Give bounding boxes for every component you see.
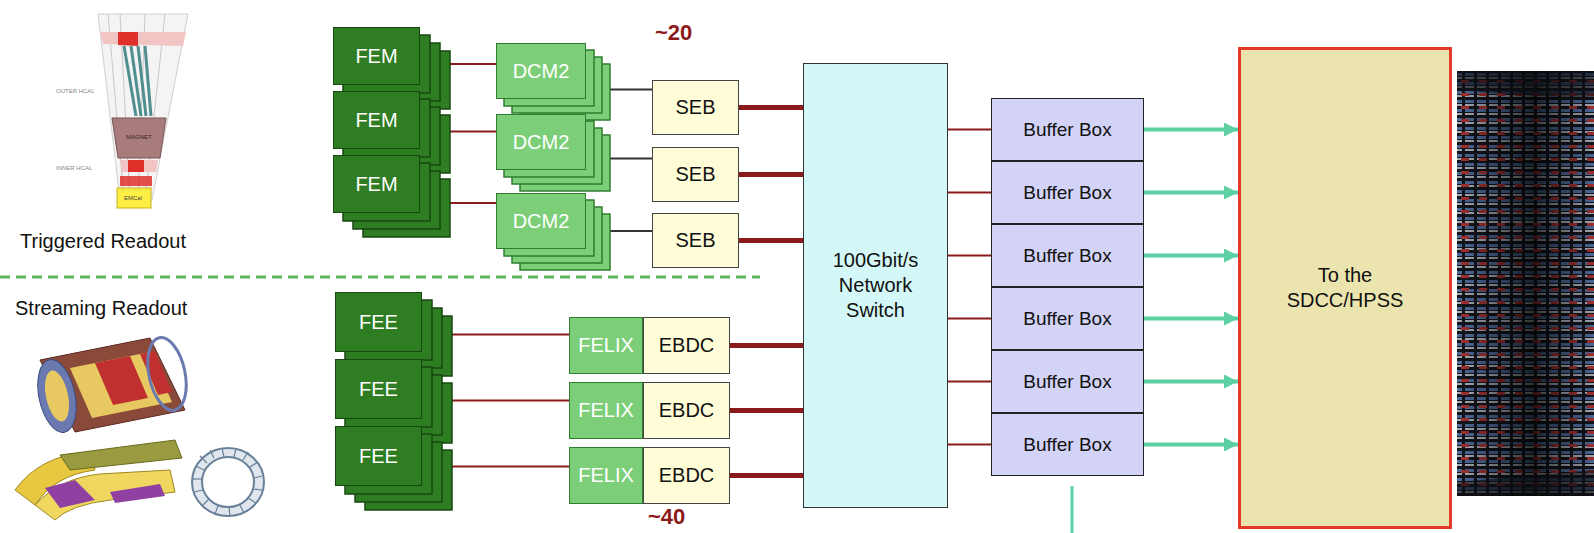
dcm2-box: DCM2 (496, 43, 586, 99)
box-label: DCM2 (513, 209, 570, 234)
box-label: FEE (359, 310, 398, 335)
flow-arrow (1144, 254, 1238, 258)
part-name: INNER HCAL (56, 165, 92, 172)
seb-box: SEB (652, 147, 739, 202)
link-line (730, 473, 803, 478)
felix-box: FELIX (569, 317, 643, 374)
ebdc-box: EBDC (643, 382, 730, 439)
box-label: FEE (359, 444, 398, 469)
buffer-box: Buffer Box (991, 161, 1144, 224)
flow-arrow (1144, 317, 1238, 321)
part-name: MAGNET (126, 134, 152, 141)
part-name: OUTER HCAL (56, 88, 95, 95)
box-label: EBDC (659, 398, 715, 423)
box-label: FEM (355, 108, 397, 133)
felix-box: FELIX (569, 382, 643, 439)
module-box: FEM (333, 27, 420, 85)
link-line (739, 105, 803, 110)
box-label: 100Gbit/s Network Switch (820, 248, 932, 323)
link-line (948, 318, 991, 320)
box-label: EBDC (659, 463, 715, 488)
box-label: FELIX (578, 398, 634, 423)
calorimeter-illustration (98, 14, 188, 208)
box-label: Buffer Box (1023, 118, 1111, 142)
tape-library-photo (1457, 71, 1594, 496)
box-label: Buffer Box (1023, 244, 1111, 268)
box-label: FEM (355, 172, 397, 197)
link-line (948, 444, 991, 446)
box-label: Buffer Box (1023, 370, 1111, 394)
buffer-box: Buffer Box (991, 224, 1144, 287)
box-label: Buffer Box (1023, 307, 1111, 331)
flow-arrow (1144, 443, 1238, 447)
flow-arrow (1144, 380, 1238, 384)
tracker-illustration (15, 334, 264, 520)
box-label: FEM (355, 44, 397, 69)
link-line (730, 343, 803, 348)
box-label: SEB (675, 162, 715, 187)
storage-box: To the SDCC/HPSS (1238, 47, 1452, 529)
count-label: ~20 (655, 20, 692, 46)
section-label: Streaming Readout (15, 296, 187, 320)
buffer-box: Buffer Box (991, 350, 1144, 413)
box-label: SEB (675, 228, 715, 253)
box-label: DCM2 (513, 59, 570, 84)
section-label: Triggered Readout (20, 229, 186, 253)
module-box: FEM (333, 91, 420, 149)
flow-arrow (1144, 191, 1238, 195)
box-label: DCM2 (513, 130, 570, 155)
box-label: Buffer Box (1023, 433, 1111, 457)
buffer-box: Buffer Box (991, 287, 1144, 350)
seb-box: SEB (652, 80, 739, 135)
dcm2-box: DCM2 (496, 193, 586, 249)
divider-line (0, 276, 760, 279)
module-box: FEE (335, 426, 422, 486)
flow-arrow (1144, 128, 1238, 132)
box-label: To the SDCC/HPSS (1273, 263, 1418, 313)
box-label: FELIX (578, 333, 634, 358)
count-label: ~40 (648, 504, 685, 530)
link-line (948, 381, 991, 383)
box-label: EBDC (659, 333, 715, 358)
box-label: FELIX (578, 463, 634, 488)
seb-box: SEB (652, 213, 739, 268)
ebdc-box: EBDC (643, 317, 730, 374)
link-line (948, 129, 991, 131)
link-line (730, 408, 803, 413)
module-box: FEE (335, 292, 422, 352)
module-box: FEE (335, 359, 422, 419)
buffer-box: Buffer Box (991, 98, 1144, 161)
buffer-box: Buffer Box (991, 413, 1144, 476)
felix-box: FELIX (569, 447, 643, 504)
link-line (739, 172, 803, 177)
output-line (1071, 486, 1074, 533)
box-label: Buffer Box (1023, 181, 1111, 205)
box-label: FEE (359, 377, 398, 402)
dcm2-box: DCM2 (496, 114, 586, 170)
link-line (948, 192, 991, 194)
ebdc-box: EBDC (643, 447, 730, 504)
box-label: SEB (675, 95, 715, 120)
network-switch: 100Gbit/s Network Switch (803, 63, 948, 508)
link-line (739, 238, 803, 243)
module-box: FEM (333, 155, 420, 213)
part-name: EMCal (124, 195, 142, 202)
link-line (948, 255, 991, 257)
